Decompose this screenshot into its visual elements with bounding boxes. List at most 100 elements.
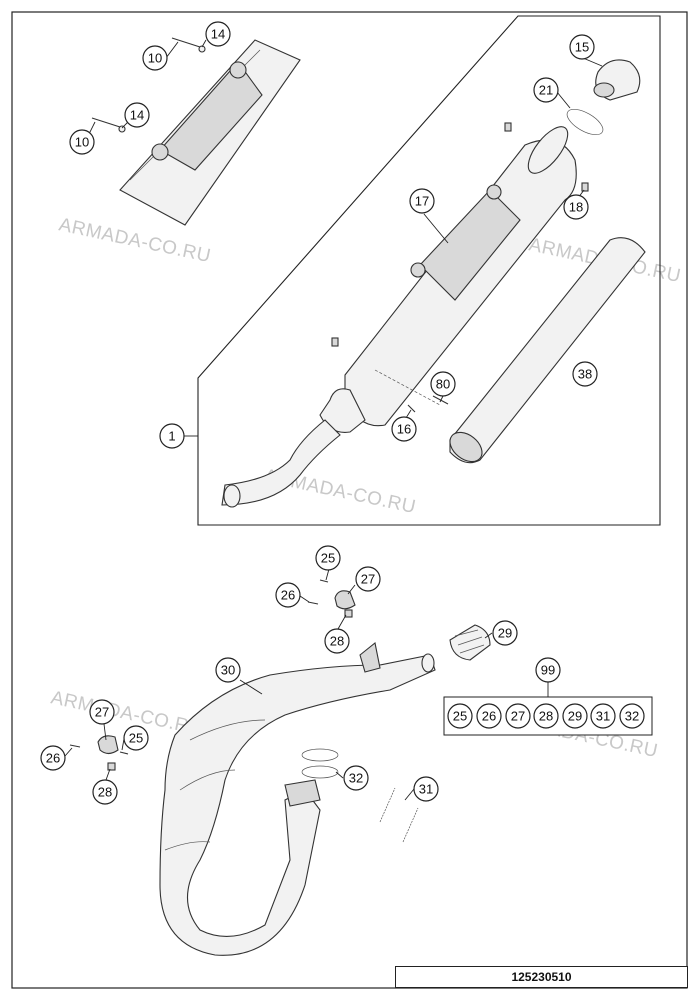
svg-text:27: 27 xyxy=(361,572,375,587)
silencer-inlet-flange xyxy=(319,388,366,433)
callout-26-lower[interactable]: 26 xyxy=(40,745,66,771)
inlet-pipe xyxy=(221,419,341,506)
svg-text:17: 17 xyxy=(415,194,429,209)
callout-80[interactable]: 80 xyxy=(430,371,456,397)
callout-10-upper[interactable]: 10 xyxy=(142,45,168,71)
header-flange xyxy=(284,779,321,807)
spring-2 xyxy=(402,807,419,843)
sleeve-29 xyxy=(449,624,491,661)
end-cap-15 xyxy=(566,59,641,136)
callout-16[interactable]: 16 xyxy=(391,416,417,442)
mount-hardware-lower xyxy=(69,735,129,771)
svg-text:32: 32 xyxy=(625,709,639,724)
packing-tube xyxy=(449,237,646,464)
callout-14-lower[interactable]: 14 xyxy=(124,102,150,128)
kit-item-25[interactable]: 25 xyxy=(447,703,473,729)
svg-text:30: 30 xyxy=(221,663,235,678)
callout-27-lower[interactable]: 27 xyxy=(89,699,115,725)
svg-text:27: 27 xyxy=(95,705,109,720)
kit-item-27[interactable]: 27 xyxy=(505,703,531,729)
bolt-25a xyxy=(319,579,329,583)
kit-item-32[interactable]: 32 xyxy=(619,703,645,729)
callout-17[interactable]: 17 xyxy=(409,188,435,214)
svg-text:32: 32 xyxy=(349,771,363,786)
svg-text:25: 25 xyxy=(321,551,335,566)
end-cap-outlet xyxy=(593,82,615,98)
leader-lines xyxy=(64,39,603,801)
nut-28b xyxy=(107,762,116,771)
mount-bracket-27a xyxy=(334,590,356,610)
screw-16 xyxy=(407,404,416,413)
bracket-lug-bottom xyxy=(151,143,169,161)
washer-14-upper xyxy=(198,45,206,53)
svg-text:80: 80 xyxy=(436,377,450,392)
bracket-lug-top xyxy=(229,61,247,79)
silencer-assembly-frame xyxy=(197,15,661,526)
mount-hardware-upper xyxy=(307,579,356,618)
svg-text:99: 99 xyxy=(541,663,555,678)
kit-item-26[interactable]: 26 xyxy=(476,703,502,729)
callout-10-lower[interactable]: 10 xyxy=(69,129,95,155)
svg-text:21: 21 xyxy=(539,83,553,98)
callout-14-upper[interactable]: 14 xyxy=(205,21,231,47)
svg-text:14: 14 xyxy=(130,108,144,123)
oring-32-a xyxy=(301,748,339,762)
svg-text:25: 25 xyxy=(129,731,143,746)
callout-18[interactable]: 18 xyxy=(563,194,589,220)
callout-31[interactable]: 31 xyxy=(413,776,439,802)
callout-21[interactable]: 21 xyxy=(533,77,559,103)
svg-text:18: 18 xyxy=(569,200,583,215)
callout-1[interactable]: 1 xyxy=(159,423,185,449)
svg-text:28: 28 xyxy=(539,709,553,724)
svg-text:27: 27 xyxy=(511,709,525,724)
svg-text:16: 16 xyxy=(397,422,411,437)
callout-15[interactable]: 15 xyxy=(569,34,595,60)
rubber-sleeve xyxy=(449,624,491,661)
rivet-upper xyxy=(504,122,512,132)
header-pipe-body xyxy=(159,654,436,956)
svg-text:38: 38 xyxy=(578,367,592,382)
packing-38 xyxy=(449,237,646,464)
callout-29[interactable]: 29 xyxy=(492,620,518,646)
kit-item-31[interactable]: 31 xyxy=(590,703,616,729)
seal-ring-21 xyxy=(566,108,604,136)
nut-28a xyxy=(344,609,353,618)
kit-item-29[interactable]: 29 xyxy=(562,703,588,729)
bracket-detail xyxy=(91,37,301,226)
svg-text:1: 1 xyxy=(168,429,175,444)
callout-38[interactable]: 38 xyxy=(572,361,598,387)
diagram-code: 125230510 xyxy=(395,966,688,988)
callout-26-upper[interactable]: 26 xyxy=(275,582,301,608)
mount-bracket-27b xyxy=(97,735,119,755)
callout-28-upper[interactable]: 28 xyxy=(324,628,350,654)
bolt-10-lower xyxy=(91,117,121,128)
springs-31 xyxy=(379,787,419,843)
callout-25-lower[interactable]: 25 xyxy=(123,725,149,751)
svg-text:29: 29 xyxy=(568,709,582,724)
spring-1 xyxy=(379,787,396,823)
callout-99[interactable]: 99 xyxy=(535,657,561,683)
kit-item-28[interactable]: 28 xyxy=(533,703,559,729)
callout-32[interactable]: 32 xyxy=(343,765,369,791)
svg-text:31: 31 xyxy=(596,709,610,724)
callout-28-lower[interactable]: 28 xyxy=(92,779,118,805)
svg-text:29: 29 xyxy=(498,626,512,641)
header-tab xyxy=(359,642,381,673)
callout-25-upper[interactable]: 25 xyxy=(315,545,341,571)
washer-14-lower xyxy=(118,125,126,133)
callout-27-upper[interactable]: 27 xyxy=(355,566,381,592)
watermark-1: ARMADA-CO.RU xyxy=(57,214,213,267)
bracket-plate xyxy=(159,61,263,171)
svg-text:26: 26 xyxy=(482,709,496,724)
exhaust-pipe-30 xyxy=(159,642,436,956)
silencer-end-cap xyxy=(527,126,569,174)
silencer-17 xyxy=(221,122,589,508)
bolt-25b xyxy=(119,751,129,755)
callout-30[interactable]: 30 xyxy=(215,657,241,683)
packing-end xyxy=(449,431,483,463)
svg-text:10: 10 xyxy=(75,135,89,150)
silencer-lug-bottom xyxy=(410,262,426,278)
silencer-lug-top xyxy=(486,184,502,200)
bolt-26a xyxy=(307,601,319,605)
